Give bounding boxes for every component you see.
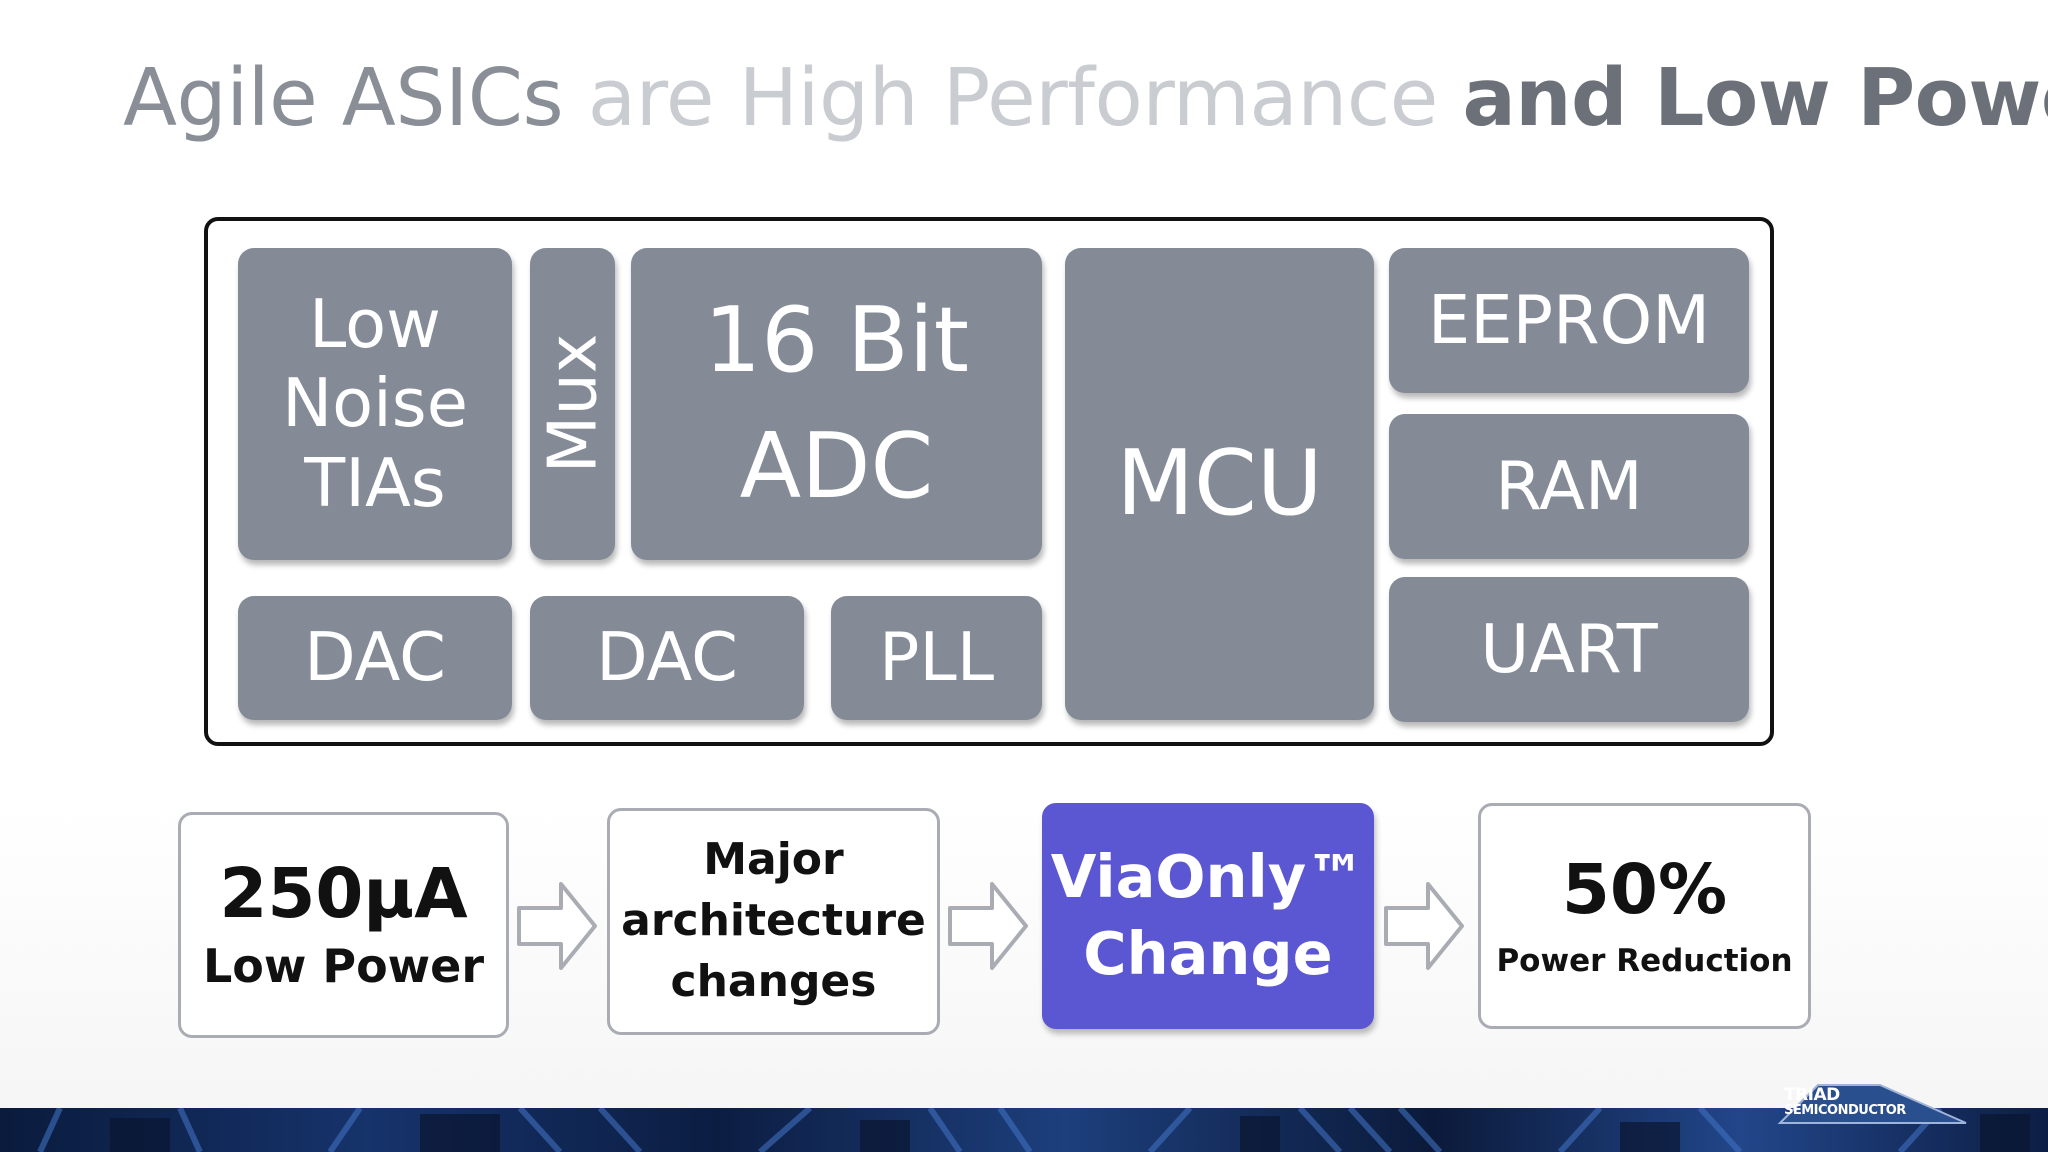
triad-logo-icon [1777,1084,1967,1124]
flow-step-viaonly-text: ViaOnly™ Change [1050,842,1366,988]
title-part-performance: are High Performance [563,52,1463,144]
footer-banner [0,1108,2048,1152]
flow-step-architecture: Major architecture changes [607,808,940,1035]
flow-arrow-3 [1384,882,1464,970]
block-mcu: MCU [1065,248,1374,720]
block-dac-2: DAC [530,596,804,720]
circuit-pattern [37,1108,2030,1152]
block-dac-1-label: DAC [304,618,446,697]
logo-text: TRIAD SEMICONDUCTOR [1784,1085,1906,1119]
flow-arrow-2 [948,882,1028,970]
block-pll-label: PLL [878,618,995,697]
title-part-agile: Agile ASICs [123,52,564,144]
flow-step-power-reduction-label: Power Reduction [1496,942,1793,979]
block-dac-1: DAC [238,596,512,720]
slide-title: Agile ASICs are High Performance and Low… [123,52,2048,144]
block-mux: Mux [530,248,615,560]
logo-line-2: SEMICONDUCTOR [1784,1103,1906,1118]
block-dac-2-label: DAC [596,618,738,697]
title-part-low-power: and Low Power [1462,52,2048,144]
logo-line-1: TRIAD [1784,1085,1840,1105]
block-eeprom: EEPROM [1389,248,1749,393]
flow-step-power-reduction-value: 50% [1561,850,1728,931]
block-ram: RAM [1389,414,1749,559]
block-eeprom-label: EEPROM [1427,280,1711,359]
block-ram-label: RAM [1495,446,1643,525]
flow-step-power-reduction: 50% Power Reduction [1478,803,1811,1029]
flow-step-low-power-label: Low Power [202,938,485,993]
block-tia-label: Low Noise TIAs [282,285,468,522]
block-pll: PLL [831,596,1042,720]
flow-step-viaonly: ViaOnly™ Change [1042,803,1374,1029]
block-mcu-label: MCU [1116,430,1323,536]
flow-step-low-power: 250µA Low Power [178,812,509,1038]
flow-step-low-power-value: 250µA [219,854,468,935]
flow-arrow-1 [517,882,597,970]
block-adc: 16 Bit ADC [631,248,1042,560]
block-mux-label: Mux [532,334,611,474]
block-uart: UART [1389,577,1749,722]
block-uart-label: UART [1480,609,1658,688]
block-adc-label: 16 Bit ADC [703,288,970,519]
flow-step-architecture-text: Major architecture changes [621,834,926,1007]
block-tia: Low Noise TIAs [238,248,512,560]
